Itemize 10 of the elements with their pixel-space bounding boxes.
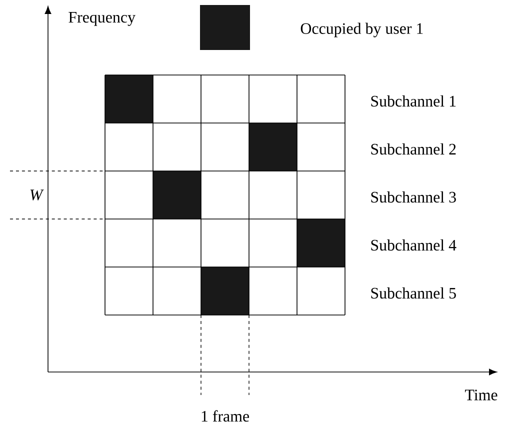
subchannel-label: Subchannel 4	[371, 239, 456, 251]
dimension-label: W	[30, 190, 44, 200]
subchannel-label: Subchannel 2	[371, 143, 456, 155]
subchannel-label: Subchannel 1	[371, 95, 456, 107]
axis-label: Frequency	[68, 12, 136, 26]
legend-label: Occupied by user 1	[300, 22, 423, 38]
subchannel-label: Subchannel 5	[371, 287, 456, 299]
dimension-label: 1 frame	[202, 410, 249, 422]
subchannel-label: Subchannel 3	[371, 191, 456, 203]
axis-label: Time	[465, 390, 498, 400]
